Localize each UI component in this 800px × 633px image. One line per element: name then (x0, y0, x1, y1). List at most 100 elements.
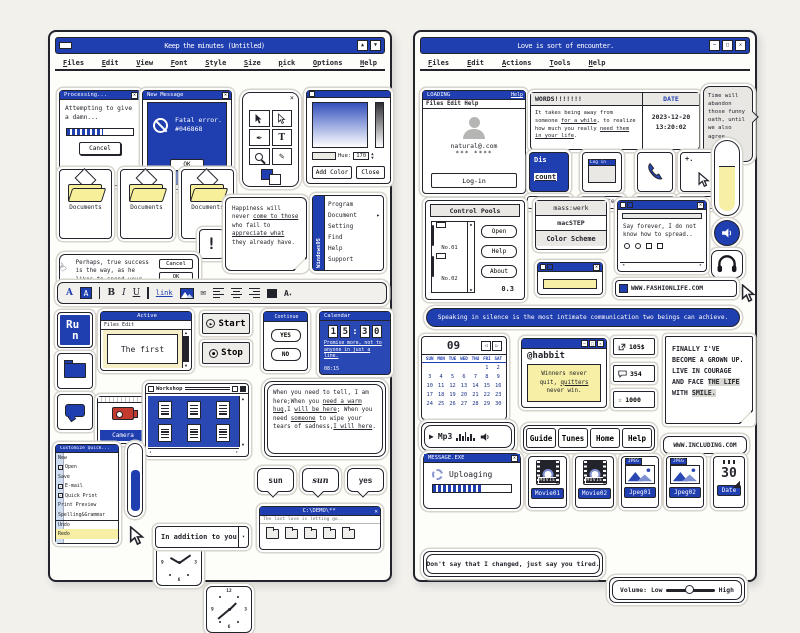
calendar-cell[interactable] (447, 364, 458, 373)
calendar-cell[interactable]: 10 (426, 383, 433, 389)
calendar-cell[interactable]: 16 (495, 383, 502, 389)
jpeg-file[interactable]: JPEG Jpeg02 (666, 456, 704, 508)
document-text[interactable]: The first (107, 334, 178, 364)
arrow-up-button[interactable]: ▲ (357, 40, 368, 51)
font-highlight-button[interactable]: A (79, 287, 92, 299)
document-icon[interactable] (186, 424, 201, 443)
fashionlife-address-bar[interactable]: WWW.FASHIONLIFE.COM (615, 280, 737, 297)
horizontal-scrollbar[interactable]: ◂▸ (148, 448, 239, 454)
menu-item-support[interactable]: Support (328, 256, 354, 263)
menu-item-setting[interactable]: Setting (328, 223, 354, 230)
yes-button[interactable]: YES (270, 329, 301, 342)
menu-item-help[interactable]: Help (328, 245, 343, 252)
maximize-button[interactable]: □ (722, 40, 733, 51)
movie-file[interactable]: MOVIE Movie01 (528, 456, 567, 508)
value-slider[interactable] (375, 102, 384, 148)
start-button[interactable]: ▸Start (202, 313, 250, 334)
window-icon[interactable] (627, 202, 633, 208)
calendar-cell[interactable]: 21 (472, 392, 479, 398)
hue-value[interactable]: 170 (353, 152, 370, 160)
close-button[interactable]: Close (355, 166, 385, 179)
comment-count-button[interactable]: 354 (613, 365, 655, 382)
close-icon[interactable]: ✕ (697, 201, 704, 209)
align-left-button[interactable] (213, 287, 225, 299)
menu-item[interactable]: Font (170, 58, 188, 67)
email-text[interactable]: natural@.com (450, 142, 498, 150)
window-icon[interactable] (620, 202, 626, 208)
play-icon[interactable]: ▶ (429, 432, 434, 441)
close-box[interactable] (59, 42, 72, 49)
document-icon[interactable] (215, 400, 230, 419)
cursor-tool[interactable] (249, 110, 270, 127)
bold-button[interactable]: B (107, 288, 116, 298)
cancel-button[interactable]: Cancel (79, 141, 121, 155)
calendar-cell[interactable]: 11 (437, 383, 445, 389)
calendar-cell[interactable]: 15 (483, 383, 491, 389)
close-icon[interactable]: ✕ (597, 340, 604, 347)
calendar-cell[interactable]: 23 (495, 392, 502, 398)
documents-folder[interactable]: Documents (120, 168, 173, 239)
calendar-cell[interactable] (424, 364, 435, 373)
calendar-cell[interactable]: 25 (437, 401, 445, 407)
arrow-down-button[interactable]: ▼ (370, 40, 381, 51)
menu-item[interactable]: Help (360, 58, 377, 67)
printer-item[interactable]: No.02 (432, 256, 467, 282)
menu-item[interactable]: Files (428, 58, 450, 67)
vertical-scrollbar[interactable]: ▲▼ (239, 396, 246, 447)
radio-icon[interactable] (624, 242, 630, 249)
calendar-cell[interactable]: 8 (485, 374, 489, 380)
no-button[interactable]: NO (270, 348, 301, 361)
calendar-cell[interactable]: 27 (460, 401, 468, 407)
menu-item[interactable]: Actions (501, 58, 532, 67)
color-scheme-item[interactable]: Color Scheme (536, 231, 606, 246)
text-tool[interactable]: T (271, 129, 292, 146)
folder-icon[interactable] (285, 527, 298, 539)
tunes-button[interactable]: Tunes (558, 428, 588, 448)
stop-button[interactable]: ●Stop (202, 342, 250, 364)
vertical-slider[interactable] (127, 443, 143, 517)
calendar-cell[interactable]: 20 (460, 392, 468, 398)
about-button[interactable]: About (481, 265, 517, 278)
help-button[interactable]: Help (622, 428, 652, 448)
login-button[interactable]: Log-in (431, 173, 517, 188)
password-dots[interactable]: *** **** (455, 150, 493, 157)
calendar-cell[interactable]: 29 (483, 401, 491, 407)
horizontal-scrollbar[interactable]: ◂▸ (620, 262, 704, 268)
menu-item-open[interactable]: ✓Open (58, 464, 77, 471)
menu-item-redo[interactable]: Redo (56, 529, 118, 539)
calendar-cell[interactable]: 6 (462, 374, 466, 380)
chat-app-icon[interactable] (57, 394, 93, 430)
next-month-button[interactable]: ▷ (492, 340, 502, 351)
speaker-icon[interactable] (714, 220, 740, 246)
help-link[interactable]: Help (510, 92, 523, 98)
window-icon[interactable] (547, 264, 553, 270)
printer-item[interactable]: No.01 (432, 225, 467, 251)
align-center-button[interactable] (231, 287, 243, 299)
prev-month-button[interactable]: ◁ (481, 340, 491, 351)
right-titlebar[interactable]: Love is sort of encounter. ─ □ ✕ (420, 37, 750, 54)
checkbox-icon[interactable] (646, 242, 652, 249)
menu-item-save[interactable]: Save (58, 473, 70, 480)
close-icon[interactable]: ✕ (131, 91, 138, 99)
menu-item[interactable]: Edit (101, 58, 119, 67)
calendar-cell[interactable]: 4 (439, 374, 443, 380)
font-color-button[interactable]: A (66, 288, 73, 298)
close-icon[interactable]: ✕ (222, 91, 229, 99)
menu-item[interactable]: View (136, 58, 154, 67)
folder-icon[interactable] (342, 527, 355, 539)
font-size-button[interactable]: A▾ (284, 288, 292, 298)
pen-tool[interactable]: ✒ (249, 129, 270, 146)
zoom-tool[interactable] (249, 148, 270, 165)
menu-item[interactable]: Tools (549, 58, 571, 67)
calendar-cell[interactable]: 17 (426, 392, 433, 398)
star-count-button[interactable]: ☆ 1000 (613, 391, 655, 408)
documents-folder[interactable]: Documents (59, 168, 112, 239)
cancel-button[interactable]: Cancel (159, 259, 193, 269)
menu-item-document[interactable]: Document▸ (328, 212, 380, 219)
pencil-tool[interactable]: ✎ (271, 148, 292, 165)
calendar-cell[interactable]: 12 (449, 383, 456, 389)
calendar-cell[interactable] (470, 364, 481, 373)
calendar-cell[interactable]: 9 (496, 374, 500, 380)
movie-file[interactable]: MOVIE Movie02 (575, 456, 614, 508)
